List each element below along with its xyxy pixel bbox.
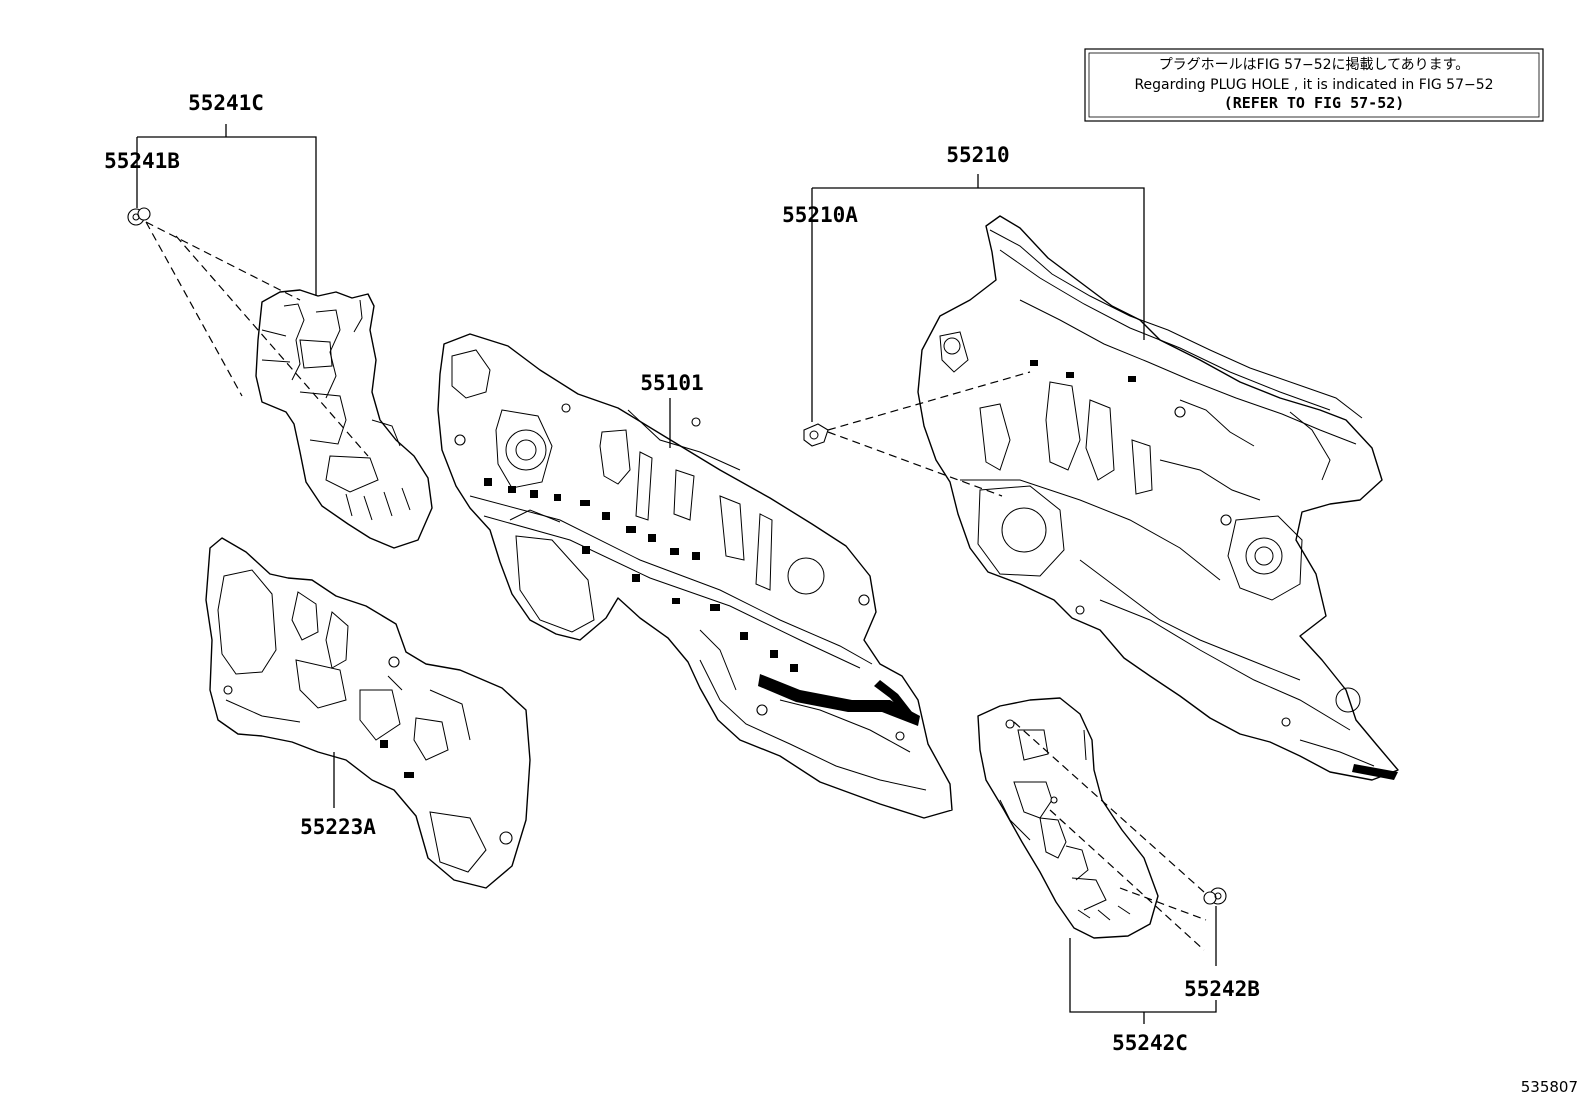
note-japanese: プラグホールはFIG 57−52に掲載してあります。 <box>1159 57 1470 73</box>
label-55242b[interactable]: 55242B <box>1184 977 1260 1001</box>
note-box: プラグホールはFIG 57−52に掲載してあります。 Regarding PLU… <box>1084 48 1544 122</box>
label-55242c[interactable]: 55242C <box>1112 1031 1188 1055</box>
part-55241c-drawing <box>255 289 433 549</box>
label-55101[interactable]: 55101 <box>640 371 703 395</box>
note-english: Regarding PLUG HOLE , it is indicated in… <box>1134 77 1493 93</box>
clip-55241b-icon <box>127 207 151 226</box>
label-55241c[interactable]: 55241C <box>188 91 264 115</box>
label-55210[interactable]: 55210 <box>946 143 1009 167</box>
fastener-dots <box>484 478 798 672</box>
clip-55242b-icon <box>1203 887 1227 905</box>
label-55210a[interactable]: 55210A <box>782 203 858 227</box>
part-55210-drawing <box>917 215 1399 781</box>
clip-55210a-icon <box>803 423 829 447</box>
label-55241b[interactable]: 55241B <box>104 149 180 173</box>
part-55223a-drawing <box>205 537 531 889</box>
note-refer: (REFER TO FIG 57-52) <box>1224 94 1405 112</box>
figure-number: 535807 <box>1521 1078 1578 1096</box>
part-55242c-drawing <box>977 697 1159 939</box>
label-55223a[interactable]: 55223A <box>300 815 376 839</box>
part-55101-drawing <box>437 333 953 819</box>
